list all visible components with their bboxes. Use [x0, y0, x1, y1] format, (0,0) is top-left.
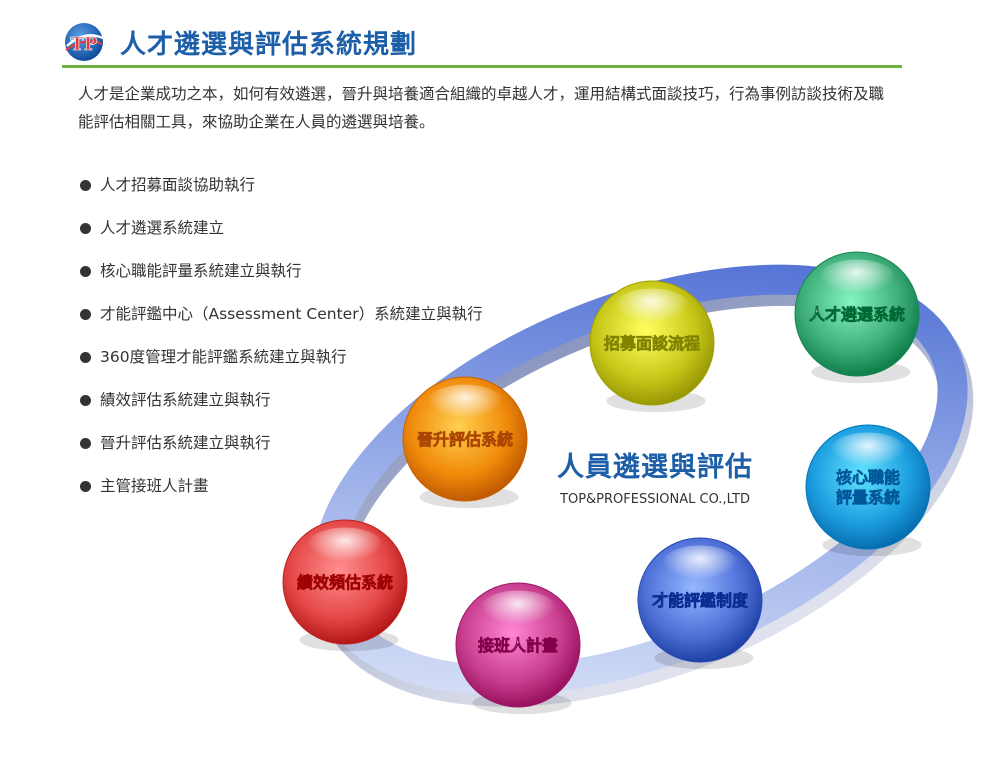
list-item-label: 核心職能評量系統建立與執行	[100, 262, 302, 280]
logo-text: TP	[71, 34, 98, 55]
list-item: 主管接班人計畫	[78, 472, 483, 515]
sphere-highlight	[302, 527, 388, 575]
diagram-node-promotion: 晉升評估系統	[402, 376, 528, 509]
list-item-label: 360度管理才能評鑑系統建立與執行	[100, 348, 347, 366]
diagram-center-subtitle: TOP&PROFESSIONAL CO.,LTD	[559, 492, 750, 507]
list-item-label: 人才遴選系統建立	[100, 219, 225, 237]
sphere-highlight	[422, 384, 508, 432]
sphere-highlight	[475, 590, 561, 638]
sphere-label: 評量系統	[836, 488, 900, 507]
list-item-label: 人才招募面談協助執行	[100, 176, 256, 194]
list-item: 人才遴選系統建立	[78, 214, 483, 257]
tp-logo-icon: TP	[65, 23, 104, 61]
sphere-label: 績效頻估系統	[297, 573, 393, 592]
list-item-label: 才能評鑑中心（Assessment Center）系統建立與執行	[100, 305, 483, 323]
sphere-highlight	[825, 432, 911, 480]
bullet-icon	[80, 352, 91, 363]
list-item: 晉升評估系統建立與執行	[78, 429, 483, 472]
intro-paragraph: 人才是企業成功之本，如何有效遴選，晉升與培養適合組織的卓越人才，運用結構式面談技…	[78, 85, 885, 131]
bullet-icon	[80, 223, 91, 234]
sphere-label: 接班人計畫	[478, 636, 558, 655]
list-item-label: 晉升評估系統建立與執行	[100, 434, 271, 452]
list-item: 核心職能評量系統建立與執行	[78, 257, 483, 300]
sphere-label: 晉升評估系統	[417, 430, 513, 449]
bullet-icon	[80, 180, 91, 191]
bullet-icon	[80, 481, 91, 492]
list-item-label: 績效評估系統建立與執行	[100, 391, 271, 409]
bullet-icon	[80, 395, 91, 406]
diagram-center-title: 人員遴選與評估	[557, 451, 753, 483]
diagram-node-succession: 接班人計畫	[455, 582, 581, 715]
sphere-label: 才能評鑑制度	[652, 591, 749, 610]
bullet-icon	[80, 309, 91, 320]
list-item: 才能評鑑中心（Assessment Center）系統建立與執行	[78, 300, 483, 343]
sphere-highlight	[609, 288, 695, 336]
diagram-node-selection: 人才遴選系統	[794, 251, 920, 384]
list-item: 360度管理才能評鑑系統建立與執行	[78, 343, 483, 386]
sphere-label: 招募面談流程	[604, 334, 700, 353]
sphere-highlight	[657, 545, 743, 593]
diagram-node-talent: 才能評鑑制度	[637, 537, 763, 670]
diagram-node-recruit: 招募面談流程	[589, 280, 715, 413]
page-title: 人才遴選與評估系統規劃	[120, 30, 418, 60]
sphere-highlight	[814, 259, 900, 307]
diagram-node-performance: 績效頻估系統	[282, 519, 408, 652]
list-item: 績效評估系統建立與執行	[78, 386, 483, 429]
sphere-label: 核心職能	[836, 468, 900, 487]
page-header: TP 人才遴選與評估系統規劃	[62, 18, 902, 68]
sphere-label: 人才遴選系統	[809, 305, 905, 324]
list-item-label: 主管接班人計畫	[100, 477, 209, 495]
bullet-icon	[80, 266, 91, 277]
header-divider	[62, 65, 902, 68]
diagram-node-core: 核心職能評量系統	[805, 424, 931, 557]
services-list: 人才招募面談協助執行 人才遴選系統建立 核心職能評量系統建立與執行 才能評鑑中心…	[78, 171, 483, 515]
bullet-icon	[80, 438, 91, 449]
list-item: 人才招募面談協助執行	[78, 171, 483, 214]
